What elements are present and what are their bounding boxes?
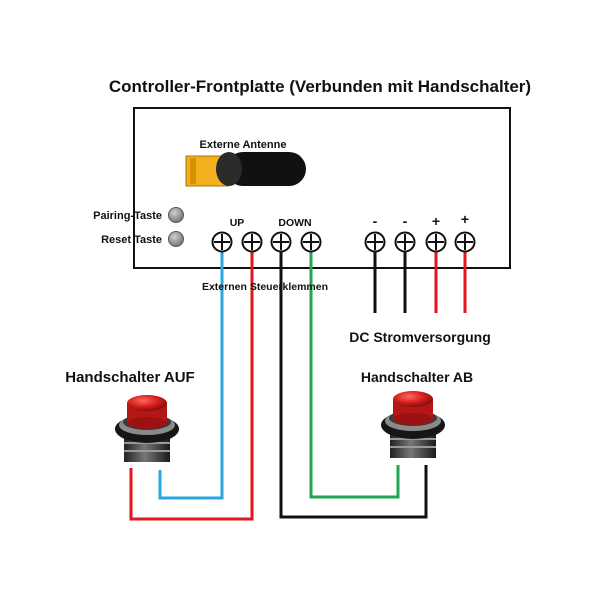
polarity-mark: - <box>373 213 378 229</box>
power-supply-label: DC Stromversorgung <box>349 329 491 345</box>
wire-black-down <box>279 242 428 519</box>
diagram-title: Controller-Frontplatte (Verbunden mit Ha… <box>109 77 531 96</box>
terminal-screw-icon <box>364 231 386 253</box>
switch-down-label: Handschalter AB <box>361 369 473 385</box>
terminal-screw-icon <box>394 231 416 253</box>
antenna-label: Externe Antenne <box>199 139 286 151</box>
push-button-switch-up <box>115 395 179 462</box>
terminal-screw-icon <box>300 231 322 253</box>
terminal-screw-icon <box>454 231 476 253</box>
terminal-screw-icon <box>211 231 233 253</box>
pairing-button-label: Pairing-Taste <box>93 210 162 222</box>
wires <box>129 242 467 521</box>
up-terminal-label: UP <box>230 217 245 229</box>
terminal-screws <box>211 231 476 253</box>
terminal-screw-icon <box>270 231 292 253</box>
wire-blue-up <box>158 242 224 500</box>
polarity-mark: + <box>432 213 440 229</box>
antenna-icon <box>185 152 306 187</box>
terminal-screw-icon <box>241 231 263 253</box>
push-button-switch-down <box>381 391 445 458</box>
switch-up-label: Handschalter AUF <box>65 369 194 386</box>
pairing-button[interactable] <box>168 207 184 223</box>
reset-button-label: Reset Taste <box>101 234 162 246</box>
polarity-mark: - <box>403 213 408 229</box>
down-terminal-label: DOWN <box>278 217 311 229</box>
wire-green-down <box>309 242 400 499</box>
wire-red-up <box>129 242 254 521</box>
controller-panel <box>133 107 511 269</box>
control-terminals-label: Externen Steuerklemmen <box>202 281 328 293</box>
reset-button[interactable] <box>168 231 184 247</box>
terminal-screw-icon <box>425 231 447 253</box>
polarity-mark: + <box>461 211 469 227</box>
